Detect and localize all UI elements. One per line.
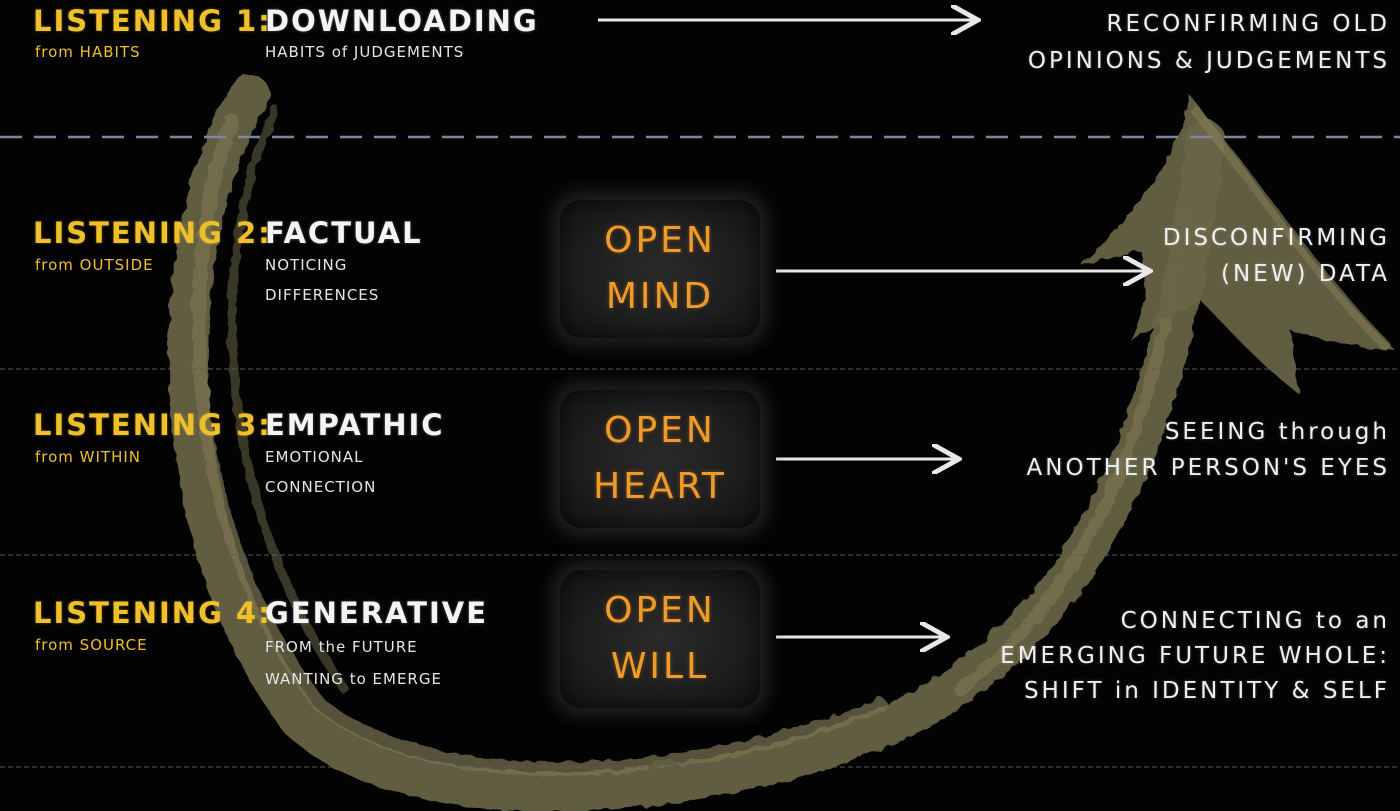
level-3-outcome-line-1: SEEING through (1164, 419, 1390, 445)
level-4-source: from SOURCE (35, 636, 148, 654)
level-4-outcome-line-1: CONNECTING to an (1120, 608, 1390, 634)
level-4-outcome-line-2: EMERGING FUTURE WHOLE: (1000, 643, 1390, 669)
level-4-outcome-line-3: SHIFT in IDENTITY & SELF (1023, 678, 1390, 704)
open-will-line-1: OPEN (604, 590, 716, 631)
open-mind-line-2: MIND (605, 276, 715, 317)
level-2-description-line-2: DIFFERENCES (265, 286, 380, 304)
level-3-mode: EMPATHIC (265, 408, 445, 442)
level-3-outcome-line-2: ANOTHER PERSON'S EYES (1026, 455, 1390, 481)
level-4-mode: GENERATIVE (265, 596, 489, 630)
level-3-title: LISTENING 3: (33, 408, 272, 442)
open-heart-box: OPEN HEART (560, 390, 760, 528)
level-2-mode: FACTUAL (265, 216, 423, 250)
level-1-source: from HABITS (35, 43, 141, 61)
open-will-box: OPEN WILL (560, 570, 760, 708)
open-mind-box: OPEN MIND (560, 200, 760, 338)
level-1-mode: DOWNLOADING (265, 4, 539, 38)
level-1-outcome-line-2: OPINIONS & JUDGEMENTS (1027, 48, 1390, 74)
open-heart-line-2: HEART (593, 466, 727, 507)
u-arc-brushstroke (168, 75, 1225, 811)
u-arc-arrowhead (1080, 95, 1395, 395)
level-2-description-line-1: NOTICING (265, 256, 348, 274)
open-mind-line-1: OPEN (604, 220, 716, 261)
open-will-line-2: WILL (610, 646, 710, 687)
level-3-source: from WITHIN (35, 448, 142, 466)
level-2-outcome-line-1: DISCONFIRMING (1162, 225, 1390, 251)
level-1-outcome-line-1: RECONFIRMING OLD (1106, 11, 1390, 37)
level-1-title: LISTENING 1: (33, 4, 272, 38)
level-3-description-line-1: EMOTIONAL (265, 448, 364, 466)
level-1-description: HABITS of JUDGEMENTS (265, 43, 465, 61)
open-heart-line-1: OPEN (604, 410, 716, 451)
level-3-description-line-2: CONNECTION (265, 478, 377, 496)
level-2-outcome-line-2: (NEW) DATA (1221, 261, 1390, 287)
level-2-source: from OUTSIDE (35, 256, 154, 274)
level-4-title: LISTENING 4: (33, 596, 272, 630)
level-4-description-line-2: WANTING to EMERGE (265, 670, 442, 688)
level-4-description-line-1: FROM the FUTURE (265, 638, 418, 656)
level-2-title: LISTENING 2: (33, 216, 272, 250)
